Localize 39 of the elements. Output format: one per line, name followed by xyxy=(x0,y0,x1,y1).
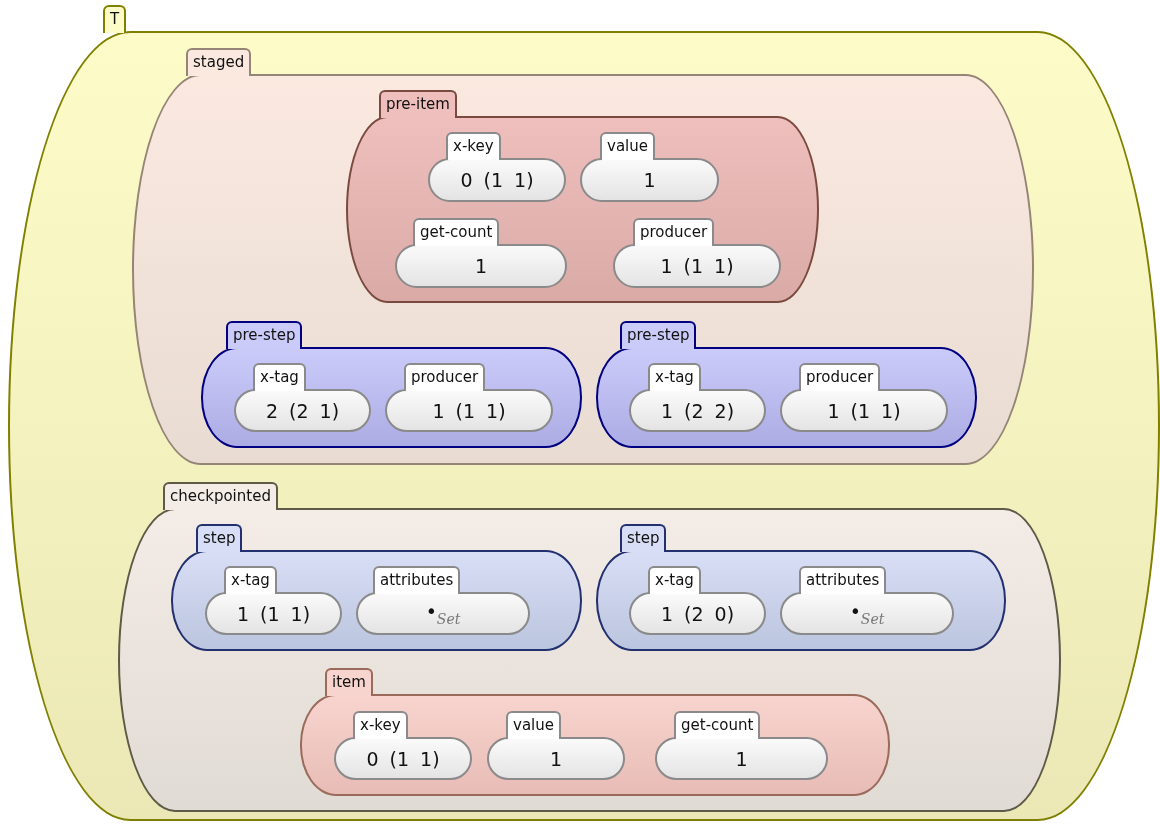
value-text: 1 (1 1) xyxy=(827,399,901,422)
tab-label: attributes xyxy=(799,566,887,594)
tab-label: x-tag xyxy=(648,363,701,391)
value-text: •$_{Set}$ xyxy=(849,600,885,627)
tab-label: step xyxy=(196,524,243,552)
value-text: 1 (2 2) xyxy=(660,399,735,422)
tab-label: get-count xyxy=(413,218,500,246)
tab-label: pre-item xyxy=(379,90,457,118)
tab-label: attributes xyxy=(373,566,461,594)
tab-label: x-key xyxy=(353,711,408,739)
value-text: 1 (1 1) xyxy=(236,602,311,625)
value-text: 0 (1 1) xyxy=(366,747,440,770)
value-text: 1 xyxy=(549,747,563,770)
tab-label: pre-step xyxy=(226,321,303,349)
tab-label: producer xyxy=(633,218,715,246)
value-text: •$_{Set}$ xyxy=(425,600,461,627)
tab-label: pre-step xyxy=(620,321,697,349)
value-text: 1 (1 1) xyxy=(432,399,506,422)
value-text: 1 xyxy=(474,255,488,277)
value-text: 1 (1 1) xyxy=(660,255,734,277)
tab-label: x-key xyxy=(446,132,501,160)
tab-label: item xyxy=(325,668,373,696)
tab-label: x-tag xyxy=(224,566,277,594)
tab-label: x-tag xyxy=(253,363,306,391)
value-text: 1 xyxy=(643,169,656,191)
value-text: 1 xyxy=(735,747,748,770)
tab-label: value xyxy=(506,711,561,739)
tab-label: x-tag xyxy=(648,566,701,594)
tab-label: value xyxy=(600,132,655,160)
tab-label: T xyxy=(103,5,127,33)
tab-label: get-count xyxy=(674,711,761,739)
tab-label: step xyxy=(620,524,667,552)
value-text: 1 (2 0) xyxy=(660,602,735,625)
tab-label: staged xyxy=(186,48,252,76)
tab-label: producer xyxy=(799,363,881,391)
value-text: 2 (2 1) xyxy=(265,399,340,422)
tab-label: producer xyxy=(404,363,486,391)
tab-label: checkpointed xyxy=(163,482,278,510)
value-text: 0 (1 1) xyxy=(460,169,534,191)
